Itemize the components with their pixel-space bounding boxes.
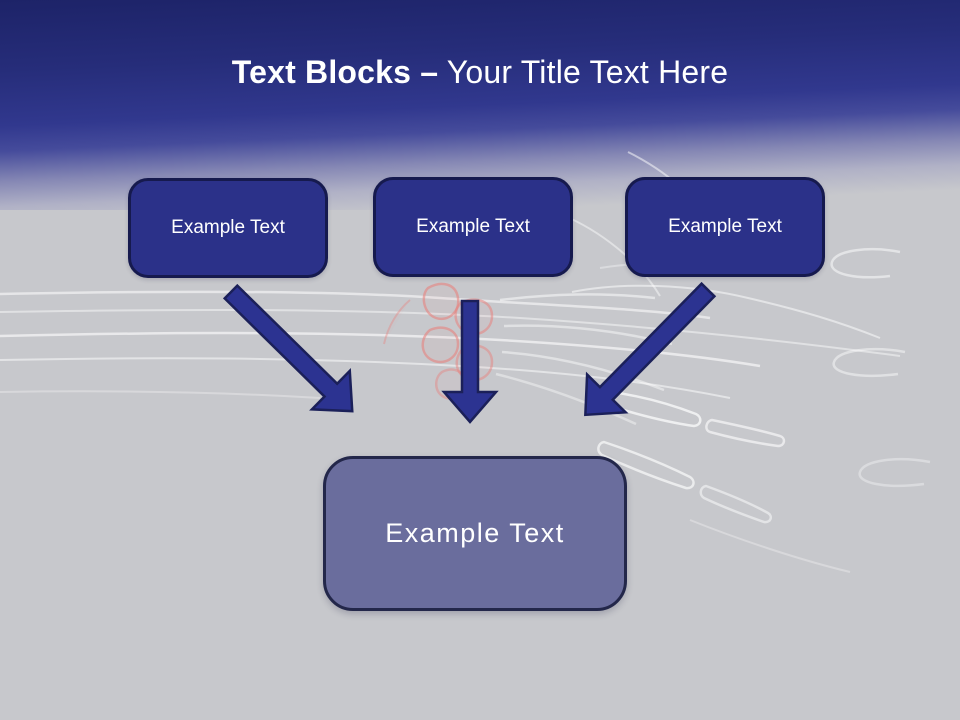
result-box-label: Example Text (385, 518, 565, 548)
text-block-1: Example Text (128, 178, 328, 278)
text-block-2: Example Text (373, 177, 573, 277)
arrow-down-right-icon (222, 283, 354, 413)
header-band (0, 0, 960, 210)
page-title: Text Blocks – Your Title Text Here (0, 54, 960, 91)
text-block-2-label: Example Text (416, 216, 530, 237)
result-box: Example Text (323, 456, 627, 611)
title-regular-part: Your Title Text Here (438, 54, 729, 90)
text-block-3: Example Text (625, 177, 825, 277)
text-block-3-label: Example Text (668, 216, 782, 237)
arrow-down-left-icon (584, 281, 717, 417)
title-bold-part: Text Blocks – (231, 54, 439, 90)
arrow-down-icon (441, 299, 499, 424)
text-block-1-label: Example Text (171, 217, 285, 238)
